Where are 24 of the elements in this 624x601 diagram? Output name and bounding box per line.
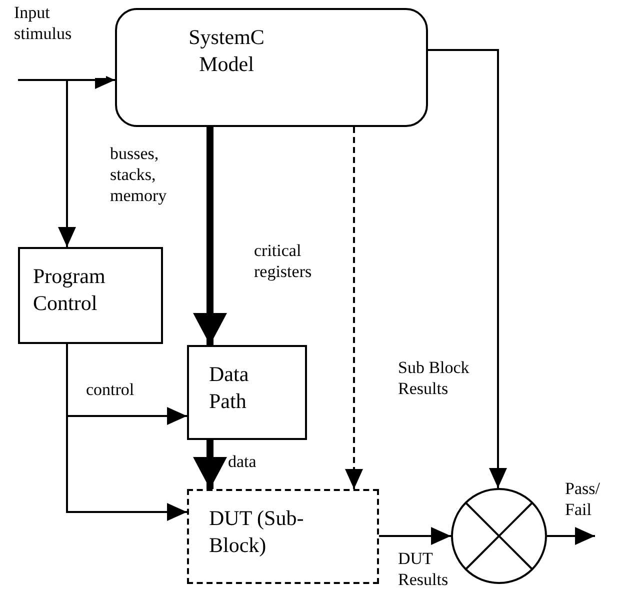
process-box bbox=[187, 489, 379, 584]
node-label: SystemC Model bbox=[188, 24, 266, 78]
arrow bbox=[345, 127, 363, 489]
arrow bbox=[66, 344, 187, 521]
edge-label: control bbox=[86, 379, 136, 400]
node-label: Input stimulus bbox=[14, 2, 73, 44]
process-box bbox=[187, 345, 307, 440]
node-label: DUT (Sub-Block) bbox=[209, 505, 305, 559]
arrow bbox=[58, 80, 76, 247]
edge-label: data bbox=[228, 451, 258, 472]
process-box bbox=[18, 247, 163, 344]
model-box bbox=[115, 8, 428, 127]
edge-label: critical registers bbox=[254, 240, 313, 282]
edge-label: busses, stacks, memory bbox=[110, 143, 168, 206]
node-label: Program Control bbox=[33, 263, 106, 317]
edge-label: DUT Results bbox=[398, 548, 450, 590]
arrow bbox=[547, 527, 595, 545]
edge-label: Sub Block Results bbox=[398, 357, 470, 399]
node-label: Data Path bbox=[209, 361, 250, 415]
arrow bbox=[379, 527, 451, 545]
edge-label: Pass/ Fail bbox=[565, 478, 601, 520]
arrow bbox=[193, 440, 227, 489]
arrow bbox=[428, 49, 507, 488]
arrow bbox=[193, 127, 227, 345]
